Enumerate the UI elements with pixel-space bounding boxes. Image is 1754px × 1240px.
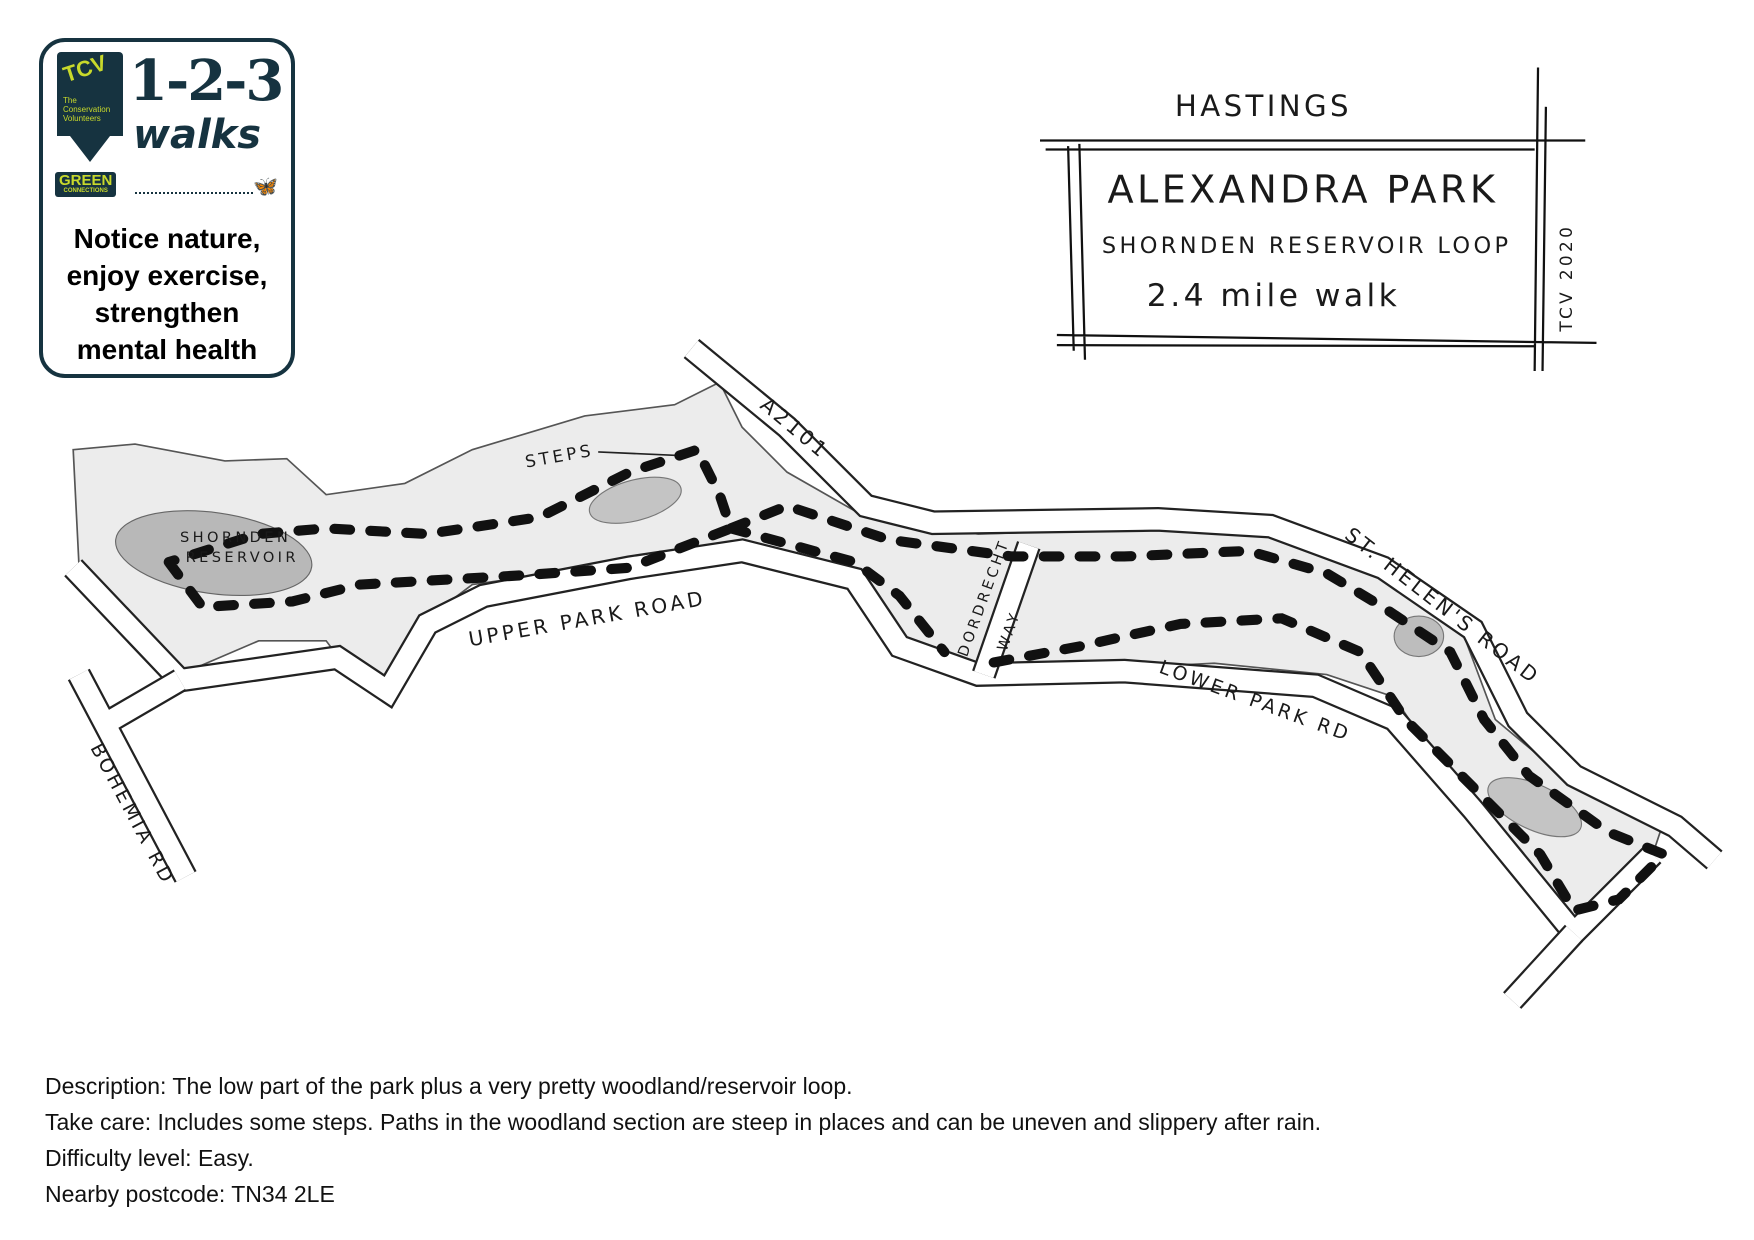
description-line: Description: The low part of the park pl…: [45, 1073, 853, 1099]
town-name: HASTINGS: [1175, 89, 1352, 123]
pond: [1487, 777, 1583, 838]
tcv-123-walks-logo: TCV The Conservation Volunteers GREEN CO…: [39, 38, 295, 378]
logo-numbers: 1-2-3: [129, 48, 284, 114]
tcv-subtitle: The Conservation Volunteers: [63, 96, 111, 123]
credit: TCV 2020: [1556, 224, 1576, 333]
park-name: ALEXANDRA PARK: [1107, 168, 1498, 212]
label-shornden: SHORNDEN: [180, 529, 291, 546]
logo-walks: walks: [133, 112, 262, 158]
difficulty-line: Difficulty level: Easy.: [45, 1145, 254, 1171]
roads: [64, 338, 1723, 1009]
tagline-line: mental health: [76, 334, 258, 365]
postcode-line: Nearby postcode: TN34 2LE: [45, 1181, 335, 1207]
steps-arrow: [598, 451, 675, 457]
green-label: GREEN: [59, 172, 113, 189]
dotted-trail: [135, 192, 253, 194]
connections-label: CONNECTIONS: [63, 188, 108, 194]
tagline-line: strengthen: [94, 297, 240, 328]
walk-route: [163, 443, 1673, 917]
tagline-line: enjoy exercise,: [66, 260, 268, 291]
walk-distance: 2.4 mile walk: [1147, 278, 1400, 314]
green-connections-badge: GREEN CONNECTIONS: [55, 172, 117, 197]
tcv-wordmark: TCV: [60, 49, 110, 88]
take-care-line: Take care: Includes some steps. Paths in…: [45, 1109, 1321, 1135]
walk-description: Description: The low part of the park pl…: [45, 1068, 1321, 1212]
pond: [588, 476, 682, 524]
title-box: [1040, 67, 1597, 372]
tcv-badge: TCV The Conservation Volunteers: [57, 49, 123, 162]
tagline-line: Notice nature,: [73, 223, 261, 254]
butterfly-icon: 🦋: [253, 176, 278, 198]
route-name: SHORNDEN RESERVOIR LOOP: [1102, 233, 1512, 259]
label-reservoir: RESERVOIR: [186, 549, 299, 566]
tagline: Notice nature, enjoy exercise, strengthe…: [43, 220, 291, 368]
